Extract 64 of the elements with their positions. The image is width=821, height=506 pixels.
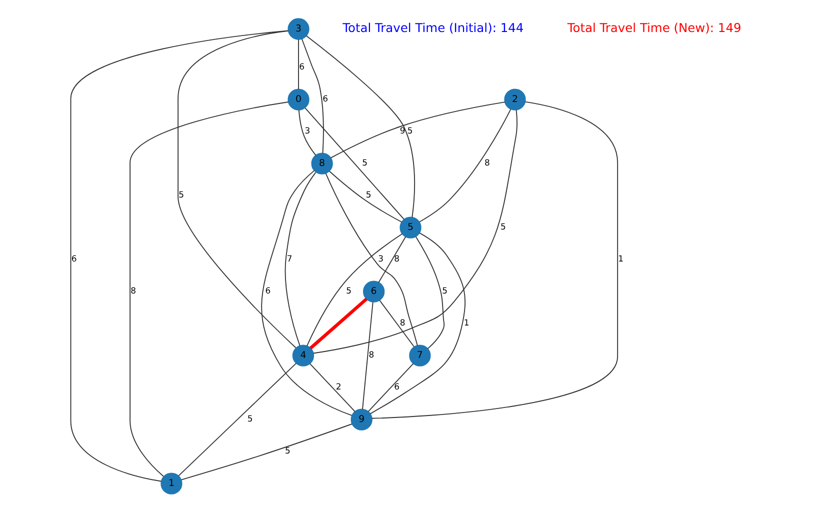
edge-label: 3	[304, 126, 310, 136]
connector	[370, 101, 618, 419]
node-circle: 0	[287, 88, 309, 110]
edge-label: 5	[284, 446, 290, 456]
edge-label: 5	[362, 158, 368, 168]
connector	[177, 30, 296, 348]
connector	[180, 424, 352, 480]
node-circle: 3	[287, 18, 309, 40]
connector	[260, 170, 352, 416]
connector	[298, 109, 316, 156]
label: Total Travel Time (Initial): 144	[342, 21, 524, 36]
edge-label: 9	[399, 126, 405, 136]
connector	[300, 38, 324, 154]
node-circle: 9	[350, 408, 372, 430]
edge-label: 6	[264, 286, 270, 296]
edge-label: 6	[322, 94, 328, 104]
connector	[369, 232, 466, 414]
node-circle: 1	[160, 472, 182, 494]
edge-label: 2	[335, 382, 341, 392]
edge-label: 8	[394, 254, 400, 264]
connector	[330, 102, 505, 158]
edge-label: 6	[70, 254, 76, 264]
node-circle: 6	[362, 280, 384, 302]
edge-label: 1	[463, 318, 469, 328]
edge-label: 5	[346, 286, 352, 296]
node-circle: 2	[504, 88, 526, 110]
connector	[306, 233, 402, 346]
node-circle: 4	[292, 344, 314, 366]
edge-label: 6	[394, 382, 400, 392]
connector	[70, 30, 288, 482]
connector	[308, 363, 355, 412]
edge-label: 5	[365, 190, 371, 200]
connector	[367, 363, 414, 412]
connector	[362, 302, 373, 410]
node-circle: 5	[399, 216, 421, 238]
connector	[378, 300, 414, 348]
connector	[309, 298, 368, 350]
edge-label: 8	[484, 158, 490, 168]
connector	[312, 110, 517, 354]
connector	[414, 236, 444, 350]
edge-label: 5	[406, 126, 412, 136]
label: Total Travel Time (New): 149	[566, 21, 741, 36]
node-circle: 8	[310, 152, 332, 174]
connector	[284, 172, 316, 346]
edge-label: 1	[618, 254, 624, 264]
node-circle: 7	[408, 344, 430, 366]
edge-label: 5	[442, 286, 448, 296]
connector	[328, 170, 402, 222]
edge-label: 8	[130, 286, 136, 296]
edge-label: 6	[298, 62, 304, 72]
connector	[305, 35, 415, 218]
edge-label: 8	[399, 318, 405, 328]
connector	[178, 362, 296, 476]
connector	[378, 236, 406, 283]
edge-label: 8	[368, 350, 374, 360]
edge-label: 5	[246, 414, 252, 424]
edge-label: 7	[286, 254, 292, 264]
edge-label: 3	[378, 254, 384, 264]
connector	[418, 108, 511, 222]
connector	[304, 108, 404, 220]
edge-label: 5	[500, 222, 506, 232]
connector	[129, 102, 288, 477]
connector	[324, 172, 418, 346]
edge-label: 5	[178, 190, 184, 200]
